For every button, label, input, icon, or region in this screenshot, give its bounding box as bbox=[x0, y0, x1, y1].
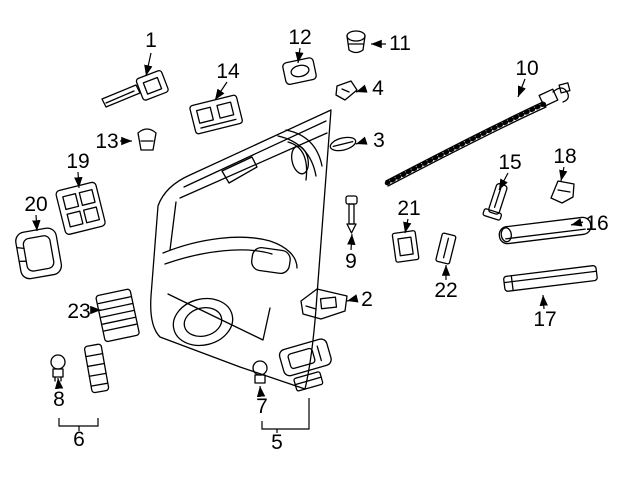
part-21-retainer bbox=[391, 230, 420, 263]
callout-label-22[interactable]: 22 bbox=[434, 279, 457, 302]
part-17-trim-strip bbox=[503, 265, 598, 292]
window-sill-line bbox=[183, 120, 327, 188]
callout-label-2[interactable]: 2 bbox=[361, 288, 373, 311]
arrow-15 bbox=[498, 172, 509, 191]
bracket-5 bbox=[261, 398, 310, 430]
handle-surround bbox=[287, 141, 308, 181]
part-18-bracket bbox=[550, 180, 575, 204]
panel-crease bbox=[169, 201, 177, 251]
callout-label-1[interactable]: 1 bbox=[145, 29, 157, 52]
part-13-knob bbox=[137, 128, 157, 151]
speaker-inner bbox=[183, 307, 223, 337]
arrow-10 bbox=[517, 78, 526, 98]
callout-label-16[interactable]: 16 bbox=[585, 212, 608, 235]
callout-label-9[interactable]: 9 bbox=[345, 250, 357, 273]
armrest-upper bbox=[162, 236, 298, 269]
part-7-bulb bbox=[252, 360, 268, 384]
callout-label-3[interactable]: 3 bbox=[373, 129, 385, 152]
arrow-7 bbox=[256, 385, 266, 398]
arrow-2 bbox=[346, 294, 359, 303]
mirror-trim-arc bbox=[285, 129, 323, 167]
arrow-9 bbox=[347, 233, 356, 251]
part-1-key-blade bbox=[101, 70, 169, 108]
part-10-weatherstrip bbox=[384, 82, 571, 187]
part-14-window-switch bbox=[189, 94, 243, 135]
map-pocket-line bbox=[167, 293, 271, 341]
arrow-17 bbox=[539, 294, 548, 310]
part-12-cover-plate bbox=[282, 57, 317, 85]
callout-label-4[interactable]: 4 bbox=[372, 77, 384, 100]
door-panel-illustration bbox=[150, 109, 332, 390]
part-2-pull-handle-bracket bbox=[300, 288, 348, 320]
part-16-armrest-pad bbox=[498, 216, 592, 245]
callout-arrows bbox=[32, 39, 584, 433]
part-11-cap bbox=[346, 30, 366, 54]
arrow-14 bbox=[214, 81, 228, 101]
door-outline bbox=[150, 109, 332, 390]
part-6-lens bbox=[83, 343, 110, 394]
part-23-speaker-grille bbox=[95, 288, 140, 343]
callout-label-10[interactable]: 10 bbox=[515, 57, 538, 80]
bracket-6 bbox=[58, 418, 99, 427]
callout-label-19[interactable]: 19 bbox=[66, 150, 89, 173]
arrow-21 bbox=[403, 218, 412, 234]
arrow-18 bbox=[559, 166, 568, 182]
part-9-pin bbox=[345, 195, 358, 234]
callout-label-8[interactable]: 8 bbox=[53, 388, 65, 411]
arrow-3 bbox=[355, 136, 368, 145]
callout-label-18[interactable]: 18 bbox=[553, 145, 576, 168]
callout-label-6[interactable]: 6 bbox=[73, 428, 85, 451]
part-4-clip bbox=[335, 80, 358, 101]
part-8-bulb bbox=[50, 354, 66, 382]
part-20-bezel bbox=[15, 227, 63, 280]
callout-label-7[interactable]: 7 bbox=[256, 395, 268, 418]
window-sill-line-2 bbox=[179, 132, 328, 199]
tweeter-trim bbox=[221, 156, 258, 184]
callout-label-5[interactable]: 5 bbox=[271, 431, 283, 454]
arrow-16 bbox=[570, 218, 584, 227]
part-19-switch-pack bbox=[55, 181, 106, 235]
part-15-lever bbox=[482, 183, 508, 221]
callout-label-23[interactable]: 23 bbox=[67, 300, 90, 323]
callout-labels: 1 12 11 14 4 10 13 3 19 15 18 20 21 16 9… bbox=[24, 26, 608, 454]
callout-label-11[interactable]: 11 bbox=[389, 32, 411, 55]
callout-label-17[interactable]: 17 bbox=[533, 308, 556, 331]
callout-label-15[interactable]: 15 bbox=[498, 151, 521, 174]
part-22-clip bbox=[435, 232, 457, 265]
callout-label-12[interactable]: 12 bbox=[288, 26, 311, 49]
part-3-lens bbox=[329, 136, 357, 152]
part-5-switch-bezel bbox=[278, 338, 332, 392]
arrow-12 bbox=[295, 47, 304, 64]
door-pull-recess bbox=[251, 246, 291, 275]
arrow-8 bbox=[54, 377, 64, 390]
speaker bbox=[172, 297, 234, 347]
armrest-lower bbox=[164, 249, 273, 265]
callout-label-21[interactable]: 21 bbox=[397, 197, 420, 220]
callout-label-13[interactable]: 13 bbox=[95, 130, 118, 153]
arrow-19 bbox=[74, 171, 83, 189]
callout-label-14[interactable]: 14 bbox=[216, 60, 240, 83]
arrow-1 bbox=[144, 52, 153, 77]
callout-label-20[interactable]: 20 bbox=[24, 193, 47, 216]
arrow-4 bbox=[355, 84, 368, 93]
arrow-20 bbox=[32, 214, 41, 232]
